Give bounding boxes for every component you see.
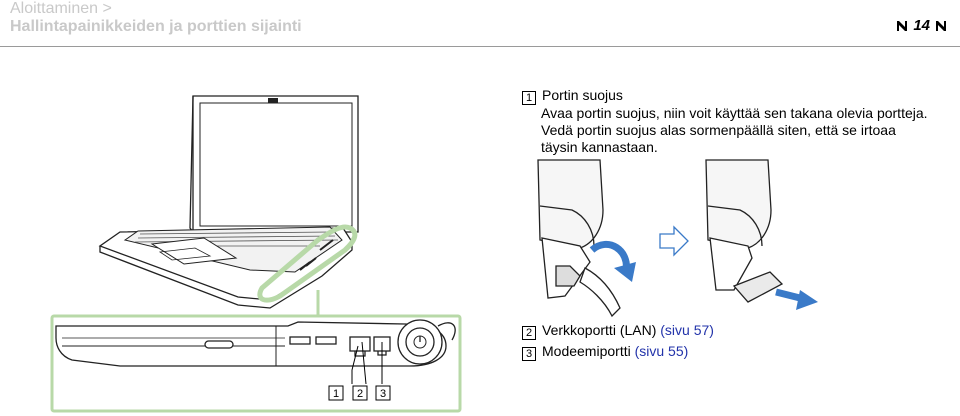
connector-lines (50, 290, 462, 413)
callout-label: Modeemiportti (542, 343, 631, 359)
next-step-arrow-icon (659, 225, 689, 257)
cover-step-2-drawing (705, 159, 784, 303)
callout-port-cover: 1 Portin suojus Avaa portin suojus, niin … (522, 87, 952, 156)
highlight-outline (257, 224, 358, 303)
callout-title: Portin suojus (542, 87, 623, 103)
breadcrumb-section[interactable]: Aloittaminen > (10, 0, 112, 17)
page-header: Aloittaminen > Hallintapainikkeiden ja p… (0, 0, 960, 46)
callout-label: Verkkoportti (LAN) (542, 322, 657, 338)
callout-label-3: 3 (380, 388, 386, 400)
callout-number: 1 (522, 91, 536, 105)
rotate-arrow-head (614, 262, 636, 282)
pull-arrow-head (796, 290, 818, 310)
callout-number-boxes: 1 2 3 (328, 385, 391, 401)
callout-leaders (351, 341, 383, 385)
cover-step-1-drawing (537, 159, 621, 318)
callout-line: Avaa portin suojus, niin voit käyttää se… (541, 105, 928, 121)
callout-label-1: 1 (333, 388, 339, 400)
callout-line: Vedä portin suojus alas sormenpäällä sit… (541, 122, 896, 138)
callout-number: 2 (522, 326, 536, 340)
callout-lan-port: 2 Verkkoportti (LAN) (sivu 57) (522, 322, 714, 340)
page-reference-link[interactable]: (sivu 57) (660, 322, 714, 338)
side-view-drawing (55, 319, 456, 367)
callout-label-2: 2 (357, 388, 363, 400)
page-number: 14 (913, 17, 930, 34)
page-reference-link[interactable]: (sivu 55) (634, 343, 689, 359)
page-navigation: 14 (895, 17, 948, 34)
next-page-icon[interactable] (934, 19, 948, 33)
callout-modem-port: 3 Modeemiportti (sivu 55) (522, 343, 688, 361)
header-divider (0, 46, 960, 47)
callout-number: 3 (522, 347, 536, 361)
previous-page-icon[interactable] (895, 19, 909, 33)
callout-line: täysin kannastaan. (541, 139, 658, 155)
laptop-drawing (98, 95, 359, 309)
breadcrumb-title: Hallintapainikkeiden ja porttien sijaint… (10, 18, 302, 35)
